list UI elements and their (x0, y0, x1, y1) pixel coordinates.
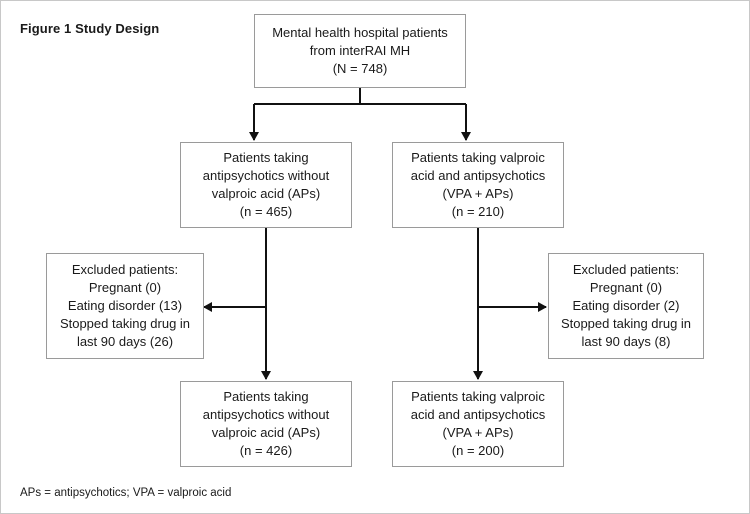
box-aps-initial-line-2: antipsychotics without (202, 168, 330, 183)
box-excluded-vpa-aps-line-3: Eating disorder (2) (572, 298, 680, 313)
box-excluded-aps-line-3: Eating disorder (13) (67, 298, 183, 313)
box-vpa-aps-final-line-3: (VPA + APs) (442, 425, 514, 440)
box-aps-final-line-1: Patients taking (223, 389, 309, 404)
box-all-patients-line-3: (N = 748) (332, 61, 388, 76)
box-vpa-aps-final-line-4: (n = 200) (451, 443, 505, 458)
box-vpa-aps-final: Patients taking valproic acid and antips… (392, 381, 564, 467)
box-vpa-aps-initial-line-1: Patients taking valproic (411, 150, 545, 165)
box-all-patients-line-2: from interRAI MH (309, 43, 411, 58)
box-aps-initial: Patients taking antipsychotics without v… (180, 142, 352, 228)
box-excluded-aps-line-4: Stopped taking drug in (59, 316, 191, 331)
box-vpa-aps-initial-line-4: (n = 210) (451, 204, 505, 219)
box-excluded-vpa-aps-line-4: Stopped taking drug in (560, 316, 692, 331)
box-excluded-vpa-aps-line-5: last 90 days (8) (581, 334, 671, 349)
box-all-patients-line-1: Mental health hospital patients (272, 25, 448, 40)
box-excluded-aps: Excluded patients: Pregnant (0) Eating d… (46, 253, 204, 359)
box-aps-final: Patients taking antipsychotics without v… (180, 381, 352, 467)
box-aps-final-line-3: valproic acid (APs) (211, 425, 321, 440)
box-excluded-aps-line-5: last 90 days (26) (76, 334, 174, 349)
box-excluded-vpa-aps: Excluded patients: Pregnant (0) Eating d… (548, 253, 704, 359)
box-excluded-vpa-aps-line-1: Excluded patients: (572, 262, 680, 277)
box-vpa-aps-final-line-2: acid and antipsychotics (410, 407, 546, 422)
box-vpa-aps-final-line-1: Patients taking valproic (411, 389, 545, 404)
box-excluded-vpa-aps-line-2: Pregnant (0) (589, 280, 663, 295)
box-aps-final-line-4: (n = 426) (239, 443, 293, 458)
box-aps-initial-line-3: valproic acid (APs) (211, 186, 321, 201)
box-aps-final-line-2: antipsychotics without (202, 407, 330, 422)
box-vpa-aps-initial-line-2: acid and antipsychotics (410, 168, 546, 183)
box-aps-initial-line-4: (n = 465) (239, 204, 293, 219)
box-aps-initial-line-1: Patients taking (223, 150, 309, 165)
figure-footnote: APs = antipsychotics; VPA = valproic aci… (20, 487, 232, 499)
box-all-patients: Mental health hospital patients from int… (254, 14, 466, 88)
box-excluded-aps-line-1: Excluded patients: (71, 262, 179, 277)
box-vpa-aps-initial: Patients taking valproic acid and antips… (392, 142, 564, 228)
figure-title: Figure 1 Study Design (20, 21, 160, 36)
box-excluded-aps-line-2: Pregnant (0) (88, 280, 162, 295)
box-vpa-aps-initial-line-3: (VPA + APs) (442, 186, 514, 201)
